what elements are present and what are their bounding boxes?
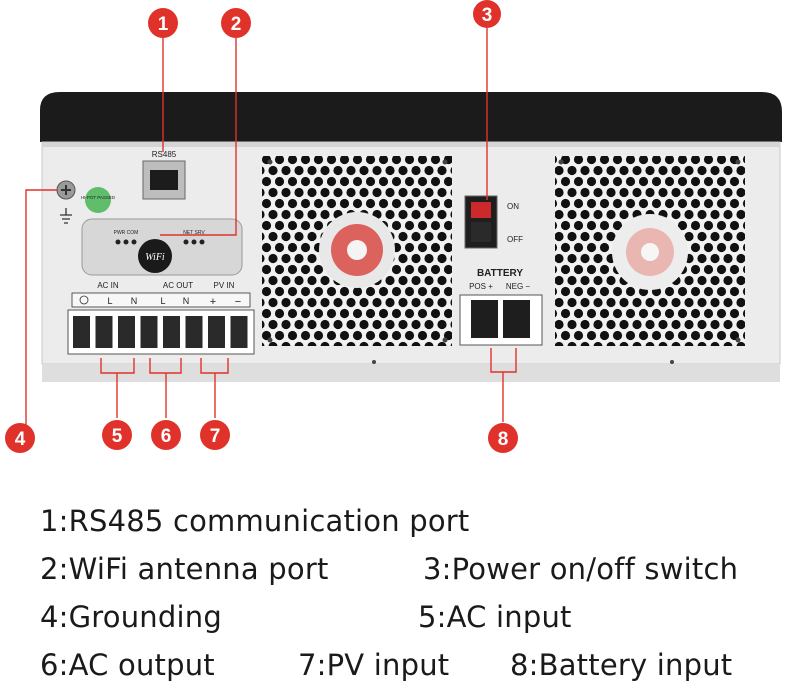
terminal-slot bbox=[185, 316, 203, 348]
battery-label: BATTERY bbox=[477, 268, 523, 279]
pv-plus-label: + bbox=[210, 296, 216, 308]
terminal-slot bbox=[73, 316, 90, 348]
grounding-screw bbox=[56, 180, 76, 224]
callout-6: 6 bbox=[151, 420, 181, 450]
callout-5: 5 bbox=[102, 420, 132, 450]
legend-item-8: 8:Battery input bbox=[510, 648, 733, 682]
terminal-slot bbox=[208, 316, 225, 348]
terminal-slot bbox=[230, 316, 248, 348]
terminal-slot bbox=[163, 316, 180, 348]
terminal-slot bbox=[95, 316, 113, 348]
callout-1-number: 1 bbox=[158, 14, 169, 35]
callout-3-number: 3 bbox=[482, 5, 493, 26]
legend-item-3: 3:Power on/off switch bbox=[423, 552, 739, 586]
legend-item-1: 1:RS485 communication port bbox=[40, 504, 470, 538]
wifi-module: PWR COM NET SRV WiFi bbox=[81, 218, 243, 276]
terminal-slot bbox=[140, 316, 158, 348]
battery-terminal: BATTERY POS + NEG − bbox=[459, 268, 543, 346]
ac-out-n-label: N bbox=[183, 296, 190, 306]
right-fan-grille bbox=[555, 156, 745, 346]
ac-in-l-label: L bbox=[107, 296, 112, 306]
legend-item-2: 2:WiFi antenna port bbox=[40, 552, 329, 586]
rs485-label: RS485 bbox=[152, 150, 177, 159]
callout-2-number: 2 bbox=[231, 14, 242, 35]
pv-in-label: PV IN bbox=[214, 281, 235, 290]
pwr-com-label: PWR COM bbox=[114, 230, 139, 236]
callout-6-number: 6 bbox=[161, 426, 172, 447]
ac-in-label: AC IN bbox=[97, 281, 119, 290]
callout-8-number: 8 bbox=[498, 429, 509, 450]
rs485-port: RS485 bbox=[142, 150, 186, 200]
switch-on-label: ON bbox=[507, 202, 519, 211]
callout-8: 8 bbox=[488, 423, 518, 453]
callout-5-number: 5 bbox=[112, 426, 123, 447]
terminal-block bbox=[67, 309, 255, 355]
ac-in-n-label: N bbox=[131, 296, 138, 306]
callout-7-number: 7 bbox=[210, 426, 221, 447]
legend-item-6: 6:AC output bbox=[40, 648, 215, 682]
callout-7: 7 bbox=[200, 420, 230, 450]
neg-label: NEG − bbox=[506, 282, 531, 291]
hipot-label: HI-POT PASSED bbox=[81, 195, 116, 200]
ac-out-l-label: L bbox=[160, 296, 165, 306]
callout-3: 3 bbox=[473, 0, 501, 28]
inverter-diagram: HI-POT PASSED RS485 PWR COM NET SRV WiFi… bbox=[5, 0, 782, 453]
callout-2: 2 bbox=[221, 8, 251, 38]
pv-minus-label: − bbox=[235, 296, 241, 308]
legend-item-4: 4:Grounding bbox=[40, 600, 222, 634]
hipot-sticker: HI-POT PASSED bbox=[81, 187, 116, 213]
net-srv-label: NET SRV bbox=[183, 230, 205, 236]
legend-item-7: 7:PV input bbox=[298, 648, 450, 682]
ac-out-label: AC OUT bbox=[163, 281, 193, 290]
pos-label: POS + bbox=[469, 282, 493, 291]
terminal-labels: AC IN AC OUT PV IN L N L N + − bbox=[71, 281, 251, 308]
left-fan-grille bbox=[262, 156, 452, 346]
callout-leaders bbox=[25, 28, 517, 430]
terminal-slot bbox=[118, 316, 135, 348]
callout-1: 1 bbox=[148, 8, 178, 38]
wifi-label: WiFi bbox=[145, 252, 165, 263]
switch-off-label: OFF bbox=[507, 235, 523, 244]
screws bbox=[267, 159, 741, 364]
callout-4: 4 bbox=[5, 423, 35, 453]
power-switch: ON OFF bbox=[464, 195, 523, 249]
callout-4-number: 4 bbox=[15, 429, 26, 450]
legend-item-5: 5:AC input bbox=[418, 600, 572, 634]
